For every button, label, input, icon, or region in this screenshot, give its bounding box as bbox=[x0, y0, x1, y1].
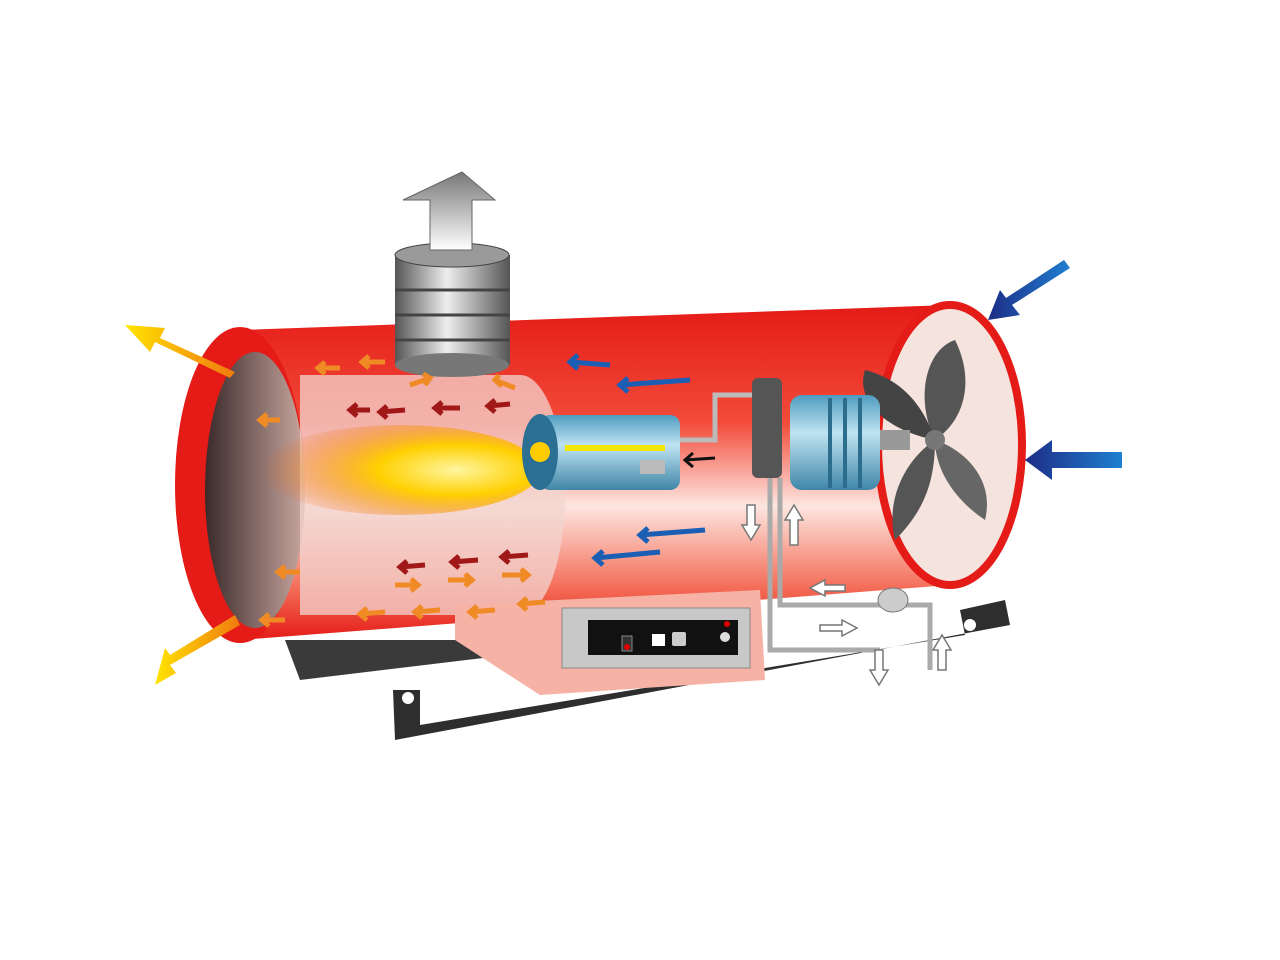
warm-air-arrow-icon bbox=[411, 604, 441, 620]
dark-air-arrow-icon bbox=[498, 549, 529, 565]
warm-air-arrow-icon bbox=[358, 354, 385, 370]
warm-air-arrow-icon bbox=[491, 373, 516, 391]
fuel-return-arrow-icon bbox=[740, 504, 762, 542]
warm-air-arrow-icon bbox=[409, 371, 434, 388]
cold-air-in-arrow-icon bbox=[988, 260, 1070, 320]
warm-air-arrow-icon bbox=[258, 612, 285, 628]
cold-air-in-arrow-icon bbox=[1025, 440, 1122, 480]
fan-icon bbox=[863, 340, 987, 540]
burner bbox=[522, 414, 680, 490]
fuel-supply-arrow-icon bbox=[783, 503, 805, 546]
warning-lamp bbox=[724, 621, 730, 627]
warm-air-arrow-icon bbox=[274, 564, 300, 580]
fuel-pump bbox=[752, 378, 782, 478]
warm-air-arrow-icon bbox=[256, 412, 280, 428]
motor bbox=[790, 395, 910, 490]
fuel-line bbox=[680, 392, 765, 443]
warm-air-arrow-icon bbox=[395, 577, 422, 593]
fuel-filter bbox=[877, 587, 909, 613]
exhaust-up-arrow-icon bbox=[402, 171, 497, 251]
dark-air-arrow-icon bbox=[431, 400, 460, 416]
dark-air-arrow-icon bbox=[448, 554, 479, 570]
fuel-return-arrow-icon bbox=[868, 649, 890, 687]
warm-air-arrow-icon bbox=[314, 360, 340, 376]
fuel-flow-arrow-icon bbox=[682, 451, 716, 469]
warm-air-arrow-icon bbox=[466, 604, 496, 620]
indicator-display bbox=[652, 634, 665, 646]
dark-air-arrow-icon bbox=[376, 404, 406, 420]
warm-air-arrow-icon bbox=[516, 596, 546, 612]
warm-air-arrow-icon bbox=[502, 567, 532, 583]
warm-air-arrow-icon bbox=[356, 606, 386, 622]
fuel-return-arrow-icon bbox=[808, 578, 846, 598]
reset-button[interactable] bbox=[720, 632, 730, 642]
cold-air-arrow-icon bbox=[616, 376, 691, 394]
flame-icon bbox=[260, 425, 540, 515]
warm-air-arrow-icon bbox=[448, 572, 476, 588]
fuel-flow-arrows bbox=[740, 503, 953, 687]
cold-air-arrow-icon bbox=[636, 526, 706, 544]
hot-air-out-arrow-icon bbox=[155, 615, 240, 685]
dark-air-arrow-icon bbox=[346, 402, 370, 418]
dark-air-arrow-icon bbox=[484, 398, 511, 414]
cold-air-arrow-icon bbox=[591, 549, 661, 567]
hot-air-out-arrow-icon bbox=[125, 325, 235, 378]
fuel-pipes bbox=[767, 478, 933, 670]
dark-air-arrow-icon bbox=[396, 559, 426, 575]
thermostat-knob-icon[interactable] bbox=[672, 632, 686, 646]
fuel-supply-arrow-icon bbox=[931, 633, 953, 671]
fuel-supply-arrow-icon bbox=[819, 618, 859, 638]
internal-airflow-arrows bbox=[256, 353, 716, 628]
control-box bbox=[455, 590, 765, 695]
cold-air-arrow-icon bbox=[566, 353, 611, 371]
power-switch-icon[interactable] bbox=[621, 635, 633, 652]
chimney bbox=[394, 242, 510, 377]
